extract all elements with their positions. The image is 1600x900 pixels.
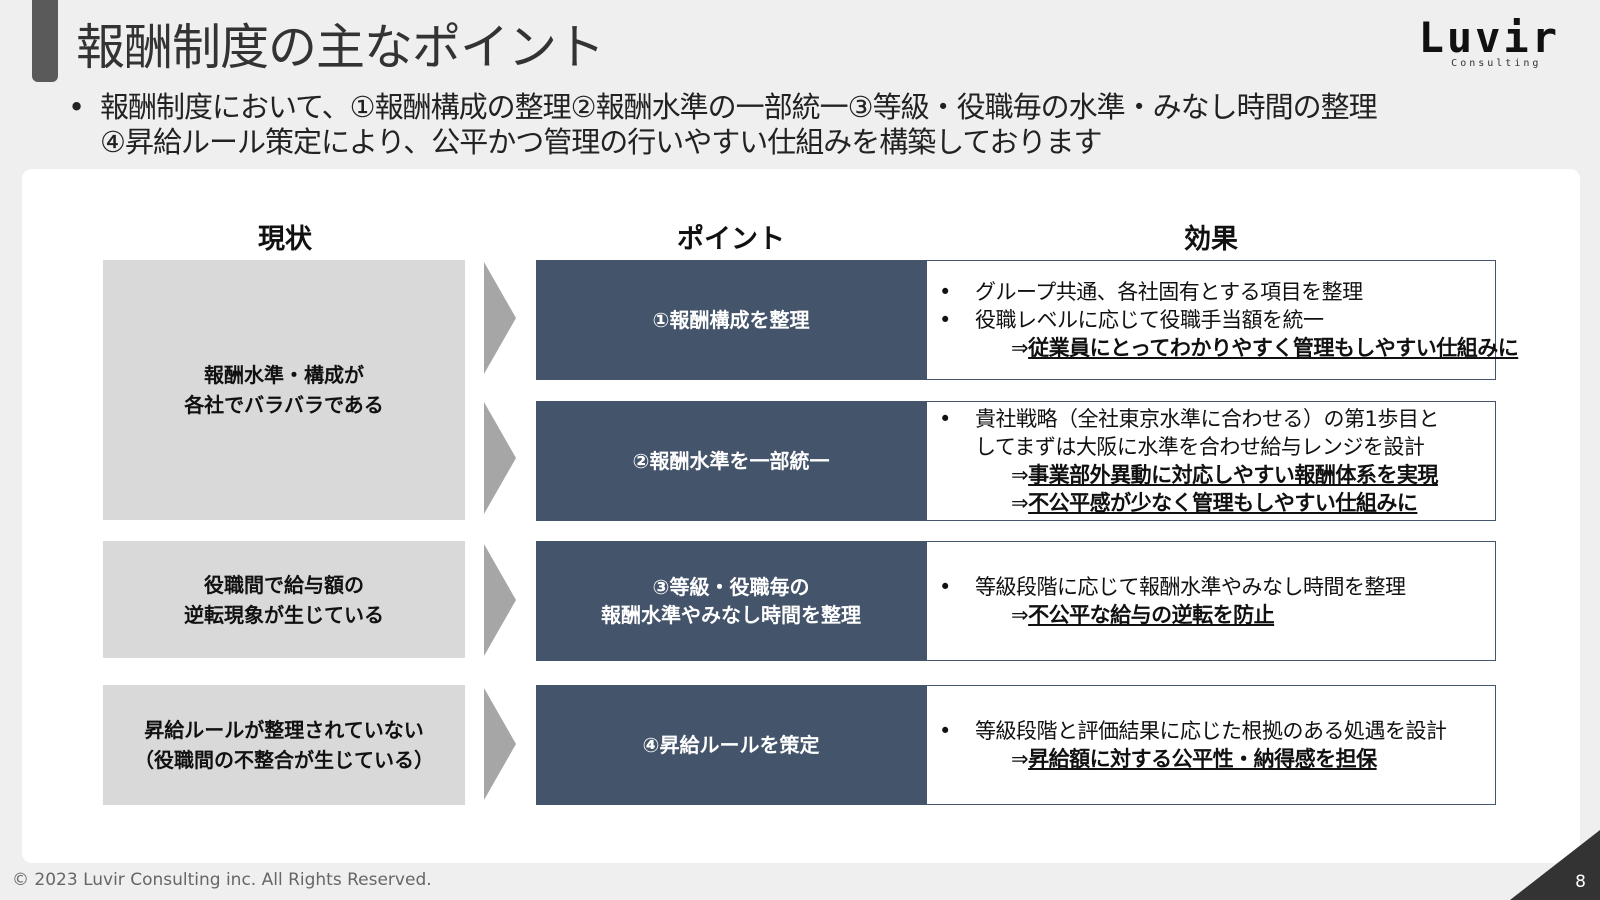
chevron-right-icon <box>484 402 516 514</box>
effect-result-line: ⇒事業部外異動に対応しやすい報酬体系を実現 <box>1011 463 1438 487</box>
status-text: （役職間の不整合が生じている） <box>134 748 434 772</box>
point-text: ①報酬構成を整理 <box>652 308 810 332</box>
status-text: 逆転現象が生じている <box>184 602 384 627</box>
point-text: ②報酬水準を一部統一 <box>632 449 830 473</box>
effect-bullet-line: •等級段階と評価結果に応じた根拠のある処遇を設計 <box>939 719 1447 743</box>
status-box-2: 役職間で給与額の 逆転現象が生じている <box>103 541 465 658</box>
status-text: 報酬水準・構成が <box>203 363 364 387</box>
point-box-1: ①報酬構成を整理 <box>536 260 926 380</box>
effect-result-line: ⇒昇給額に対する公平性・納得感を担保 <box>1011 747 1377 771</box>
effect-bullet-line: •貴社戦略（全社東京水準に合わせる）の第1歩目と <box>939 407 1439 431</box>
point-box-2: ②報酬水準を一部統一 <box>536 401 926 521</box>
bullet-icon: • <box>939 575 951 599</box>
summary-line-1: 報酬制度において、①報酬構成の整理②報酬水準の一部統一③等級・役職毎の水準・みな… <box>100 90 1378 124</box>
status-text: 役職間で給与額の <box>204 572 364 597</box>
corner-triangle <box>1510 830 1600 900</box>
effect-result-line: ⇒従業員にとってわかりやすく管理もしやすい仕組みに <box>1011 336 1519 360</box>
effect-result-line: ⇒不公平な給与の逆転を防止 <box>1011 603 1275 627</box>
point-text: 報酬水準やみなし時間を整理 <box>601 603 861 627</box>
arrow-right-icon: ⇒ <box>1011 491 1029 515</box>
bullet-icon: • <box>939 308 951 332</box>
effect-bullet-line: してまずは大阪に水準を合わせ給与レンジを設計 <box>975 435 1425 459</box>
effect-box-1: •グループ共通、各社固有とする項目を整理 •役職レベルに応じて役職手当額を統一 … <box>926 260 1519 380</box>
logo-subtitle: Consulting <box>1451 58 1542 69</box>
point-box-3: ③等級・役職毎の 報酬水準やみなし時間を整理 <box>536 541 926 661</box>
column-header-point: ポイント <box>677 224 785 255</box>
effect-box-2: •貴社戦略（全社東京水準に合わせる）の第1歩目と してまずは大阪に水準を合わせ給… <box>926 401 1496 521</box>
effect-box-3: •等級段階に応じて報酬水準やみなし時間を整理 ⇒不公平な給与の逆転を防止 <box>926 541 1496 661</box>
title-accent-bar <box>32 0 58 82</box>
point-text: ④昇給ルールを策定 <box>642 733 820 757</box>
effect-result-line: ⇒不公平感が少なく管理もしやすい仕組みに <box>1011 491 1418 515</box>
arrow-right-icon: ⇒ <box>1011 336 1029 360</box>
bullet-icon: • <box>939 407 951 431</box>
arrow-right-icon: ⇒ <box>1011 463 1029 487</box>
summary-text: • 報酬制度において、①報酬構成の整理②報酬水準の一部統一③等級・役職毎の水準・… <box>68 90 1568 160</box>
page-number: 8 <box>1575 872 1586 892</box>
bullet-icon: • <box>939 719 951 743</box>
arrow-right-icon: ⇒ <box>1011 747 1029 771</box>
summary-line-2: ④昇給ルール策定により、公平かつ管理の行いやすい仕組みを構築しております <box>100 125 1103 159</box>
effect-box-4: •等級段階と評価結果に応じた根拠のある処遇を設計 ⇒昇給額に対する公平性・納得感… <box>926 685 1496 805</box>
page-title: 報酬制度の主なポイント <box>76 19 605 76</box>
effect-bullet-line: •役職レベルに応じて役職手当額を統一 <box>939 308 1324 332</box>
summary-bullet: • <box>68 90 86 124</box>
status-box-1: 報酬水準・構成が 各社でバラバラである <box>103 260 465 520</box>
status-text: 昇給ルールが整理されていない <box>144 718 424 742</box>
status-box-3: 昇給ルールが整理されていない （役職間の不整合が生じている） <box>103 685 465 805</box>
logo: Luvir Consulting <box>1418 13 1560 70</box>
chevron-right-icon <box>484 688 516 800</box>
chevron-right-icon <box>484 544 516 656</box>
chevron-right-icon <box>484 262 516 374</box>
logo-wordmark: Luvir <box>1418 13 1560 62</box>
arrow-right-icon: ⇒ <box>1011 603 1029 627</box>
bullet-icon: • <box>939 280 951 304</box>
effect-bullet-line: •グループ共通、各社固有とする項目を整理 <box>939 280 1363 304</box>
column-header-effect: 効果 <box>1184 224 1238 255</box>
point-text: ③等級・役職毎の <box>652 575 810 599</box>
effect-bullet-line: •等級段階に応じて報酬水準やみなし時間を整理 <box>939 575 1406 599</box>
point-box-4: ④昇給ルールを策定 <box>536 685 926 805</box>
copyright-footer: © 2023 Luvir Consulting inc. All Rights … <box>12 870 432 890</box>
column-header-status: 現状 <box>258 224 312 255</box>
status-text: 各社でバラバラである <box>184 393 384 417</box>
